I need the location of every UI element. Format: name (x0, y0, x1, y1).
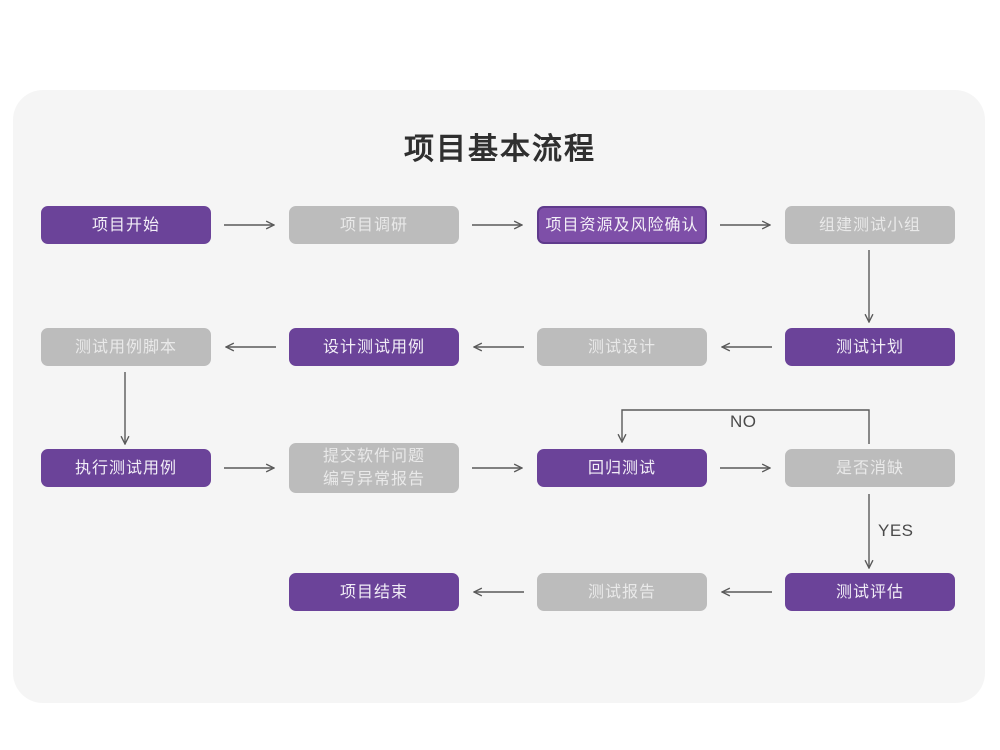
page-title: 项目基本流程 (404, 133, 596, 166)
node-project-start[interactable]: 项目开始 (41, 206, 211, 244)
flowchart-card (13, 90, 985, 703)
edge-label-no: NO (730, 412, 757, 431)
node-regression-test[interactable]: 回归测试 (537, 449, 707, 487)
node-resource-risk-confirm[interactable]: 项目资源及风险确认 (537, 206, 707, 244)
node-project-research[interactable]: 项目调研 (289, 206, 459, 244)
node-defect-resolved-check[interactable]: 是否消缺 (785, 449, 955, 487)
node-build-test-team[interactable]: 组建测试小组 (785, 206, 955, 244)
edge-label-yes: YES (878, 521, 914, 540)
node-test-evaluation[interactable]: 测试评估 (785, 573, 955, 611)
node-project-end[interactable]: 项目结束 (289, 573, 459, 611)
node-test-plan[interactable]: 测试计划 (785, 328, 955, 366)
node-test-case-script[interactable]: 测试用例脚本 (41, 328, 211, 366)
node-execute-test-case[interactable]: 执行测试用例 (41, 449, 211, 487)
node-design-test-case[interactable]: 设计测试用例 (289, 328, 459, 366)
node-test-report[interactable]: 测试报告 (537, 573, 707, 611)
node-submit-defect-report[interactable]: 提交软件问题 编写异常报告 (289, 443, 459, 493)
node-test-design[interactable]: 测试设计 (537, 328, 707, 366)
